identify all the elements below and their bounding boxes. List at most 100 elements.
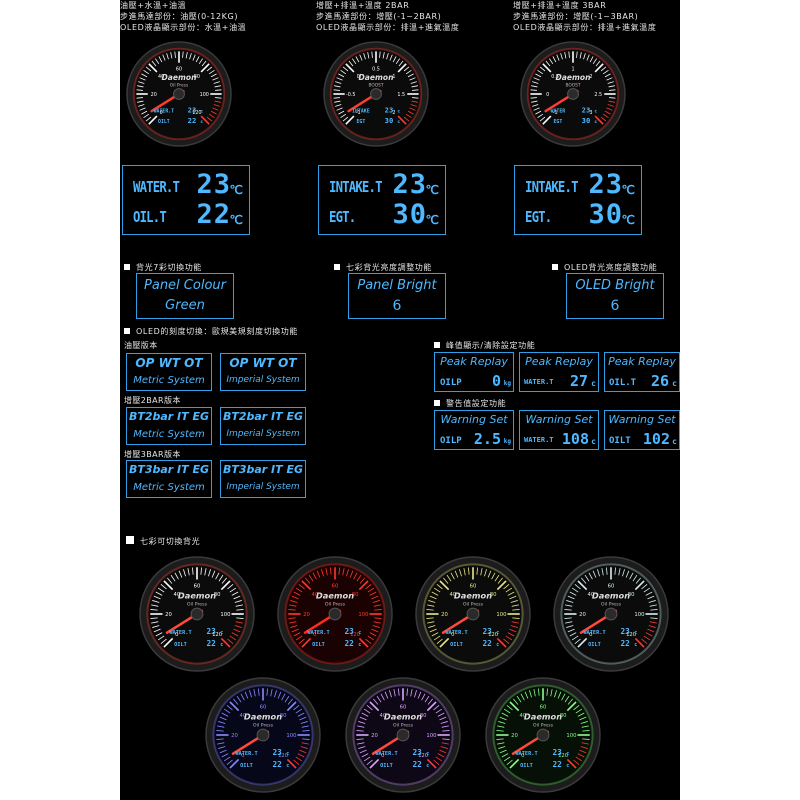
box-title: BT3bar IT EG (128, 463, 210, 476)
gauge-tick (429, 595, 437, 600)
gauge-tick (410, 104, 417, 107)
gauge-oled-unit: c (286, 763, 289, 769)
gauge-tick (371, 51, 373, 58)
gauge-tick (511, 621, 519, 624)
gauge-tick (552, 56, 557, 63)
gauge-tick-label: 0.5 (551, 74, 559, 80)
gauge-tick (439, 716, 447, 721)
oled-value: 23 (196, 169, 231, 200)
gauge-tick (410, 689, 413, 697)
gauge-tick (139, 77, 146, 81)
gauge-tick (574, 584, 581, 590)
gauge-tick (441, 742, 449, 745)
gauge-tick (575, 756, 583, 762)
gauge-tick (342, 116, 349, 122)
gauge-tick (503, 584, 510, 590)
gauge-tick (338, 110, 345, 115)
gauge-tick (567, 698, 573, 705)
gauge-tick (436, 584, 443, 590)
gauge-tick (606, 77, 613, 81)
gauge-tick (648, 625, 656, 628)
gauge-tick-label: -0.5 (346, 92, 355, 98)
gauge-tick (439, 749, 447, 754)
gauge-tick (342, 66, 349, 72)
gauge-tick (138, 81, 145, 84)
gauge-tick (618, 568, 621, 576)
gauge-tick-label: 0 (313, 632, 317, 638)
gauge-tick-label: 20 (151, 92, 157, 98)
box-value: 26 (650, 372, 669, 390)
gauge-tick-label: 100 (358, 612, 369, 618)
gauge-tick (442, 738, 450, 740)
gauge-tick (533, 77, 540, 81)
gauge-tick (582, 730, 590, 732)
gauge-tick (219, 716, 227, 721)
gauge-tick-label: 0.5 (372, 67, 380, 73)
gauge-tick (530, 97, 537, 99)
gauge-tick (361, 753, 369, 758)
gauge-tick (529, 690, 532, 698)
gauge-tick (290, 625, 298, 628)
gauge-tick (542, 63, 552, 73)
box-title: OP WT OT (229, 356, 297, 370)
gauge-oled-value: 22 (412, 760, 422, 769)
gauge-tick (531, 85, 538, 88)
gauge-tick (602, 69, 609, 75)
gauge-tick (148, 63, 158, 73)
gauge-tick (565, 621, 573, 624)
gauge-tick (270, 689, 273, 697)
gauge-tick (170, 574, 176, 582)
gauge-oled-label: OILT (312, 642, 325, 648)
gauge-tick (218, 721, 226, 724)
gauge-oled-value: 22 (188, 116, 197, 125)
gauge-tick (298, 638, 305, 644)
gauge-tick (426, 617, 434, 619)
gauge-tick (372, 625, 380, 628)
gauge-tick (512, 609, 520, 611)
gauge-tick (174, 51, 176, 58)
gauge-oled-label: WATER.T (307, 630, 329, 636)
gauge-oled-unit: c (220, 642, 223, 648)
gauge-tick (398, 60, 404, 67)
gauge-tick (496, 738, 504, 740)
gauge-tick (351, 58, 357, 65)
section-title: 背光7彩切換功能 (136, 263, 202, 272)
box-value: 0 (491, 372, 501, 390)
section-title: 七彩可切換背光 (140, 537, 201, 546)
gauge-tick (532, 104, 539, 107)
gauge-tick (235, 604, 243, 607)
gauge-tick (569, 591, 577, 596)
gauge-tick (218, 574, 224, 582)
gauge-tick (297, 753, 305, 758)
section-brightness7: 七彩背光亮度調整功能 (334, 262, 432, 273)
gauge-tick (602, 113, 609, 119)
gauge-tick (359, 54, 363, 61)
gauge-tick (200, 63, 210, 73)
gauge-tick (496, 580, 507, 591)
gauge-tick (357, 742, 365, 745)
gauge-tick (155, 591, 163, 596)
gauge-tick-label: 40 (449, 592, 456, 598)
gauge-tick-label: 120 (626, 632, 637, 638)
gauge-tick-label: 120 (488, 632, 499, 638)
gauge-tick (632, 574, 638, 582)
gauge-tick (226, 705, 233, 711)
gauge-tick (609, 97, 616, 99)
gauge-oled-value: 23 (582, 105, 591, 114)
gauge-tick (223, 756, 231, 762)
box-title: BT3bar IT EG (222, 463, 304, 476)
gauge-tick (614, 567, 616, 575)
gauge-tick (148, 115, 158, 125)
gauge-tick (136, 97, 143, 99)
gauge-tick (539, 116, 546, 122)
gauge-tick (208, 569, 211, 577)
gauge-tick (535, 110, 542, 115)
box-title: OP WT OT (135, 356, 203, 370)
gauge-tick (437, 753, 445, 758)
gauge-hub (466, 607, 480, 621)
gauge-tick (287, 698, 293, 705)
gauge-brand: Daemon (556, 73, 591, 82)
gauge-tick-label: 40 (173, 592, 180, 598)
